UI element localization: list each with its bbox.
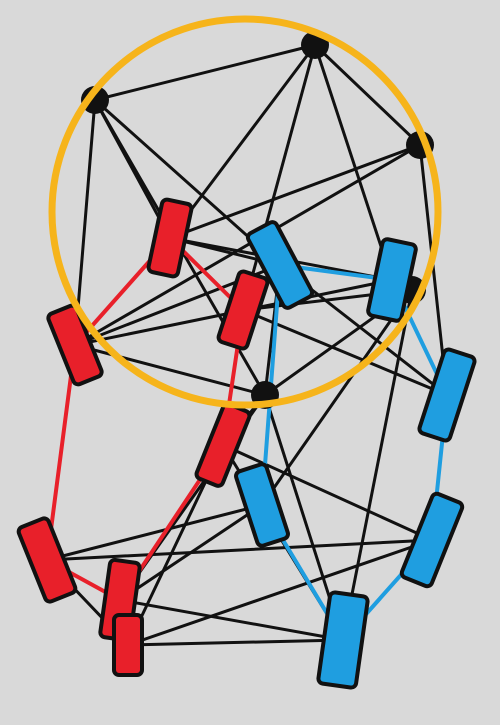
red-block-node <box>16 516 78 604</box>
edge-line <box>45 503 264 562</box>
red-block-node <box>112 613 144 677</box>
edge-line <box>45 538 434 562</box>
edge-line <box>73 143 422 347</box>
black-node-dot <box>81 86 109 114</box>
edge-line <box>126 638 345 647</box>
edge-line <box>313 43 422 147</box>
blue-block-node <box>245 220 315 310</box>
edge-line <box>93 43 317 102</box>
red-block-node <box>216 269 270 351</box>
edge-line <box>341 288 414 642</box>
yellow-circle-outline <box>48 15 442 409</box>
edge-line <box>126 538 434 647</box>
blue-block-node <box>417 347 477 443</box>
red-block-node <box>146 197 194 279</box>
edge-line <box>118 598 345 642</box>
edge-line <box>241 43 317 312</box>
node-layer <box>16 31 477 690</box>
blue-block-node <box>316 590 370 690</box>
edge-line <box>168 143 422 240</box>
edge-line <box>313 43 394 282</box>
edge-line <box>221 443 434 542</box>
red-block-node <box>46 303 104 387</box>
edge-line <box>260 288 414 507</box>
blue-block-node <box>399 491 465 589</box>
blue-block-node <box>234 462 290 548</box>
edge-line <box>168 43 317 240</box>
blue-block-node <box>366 237 418 323</box>
